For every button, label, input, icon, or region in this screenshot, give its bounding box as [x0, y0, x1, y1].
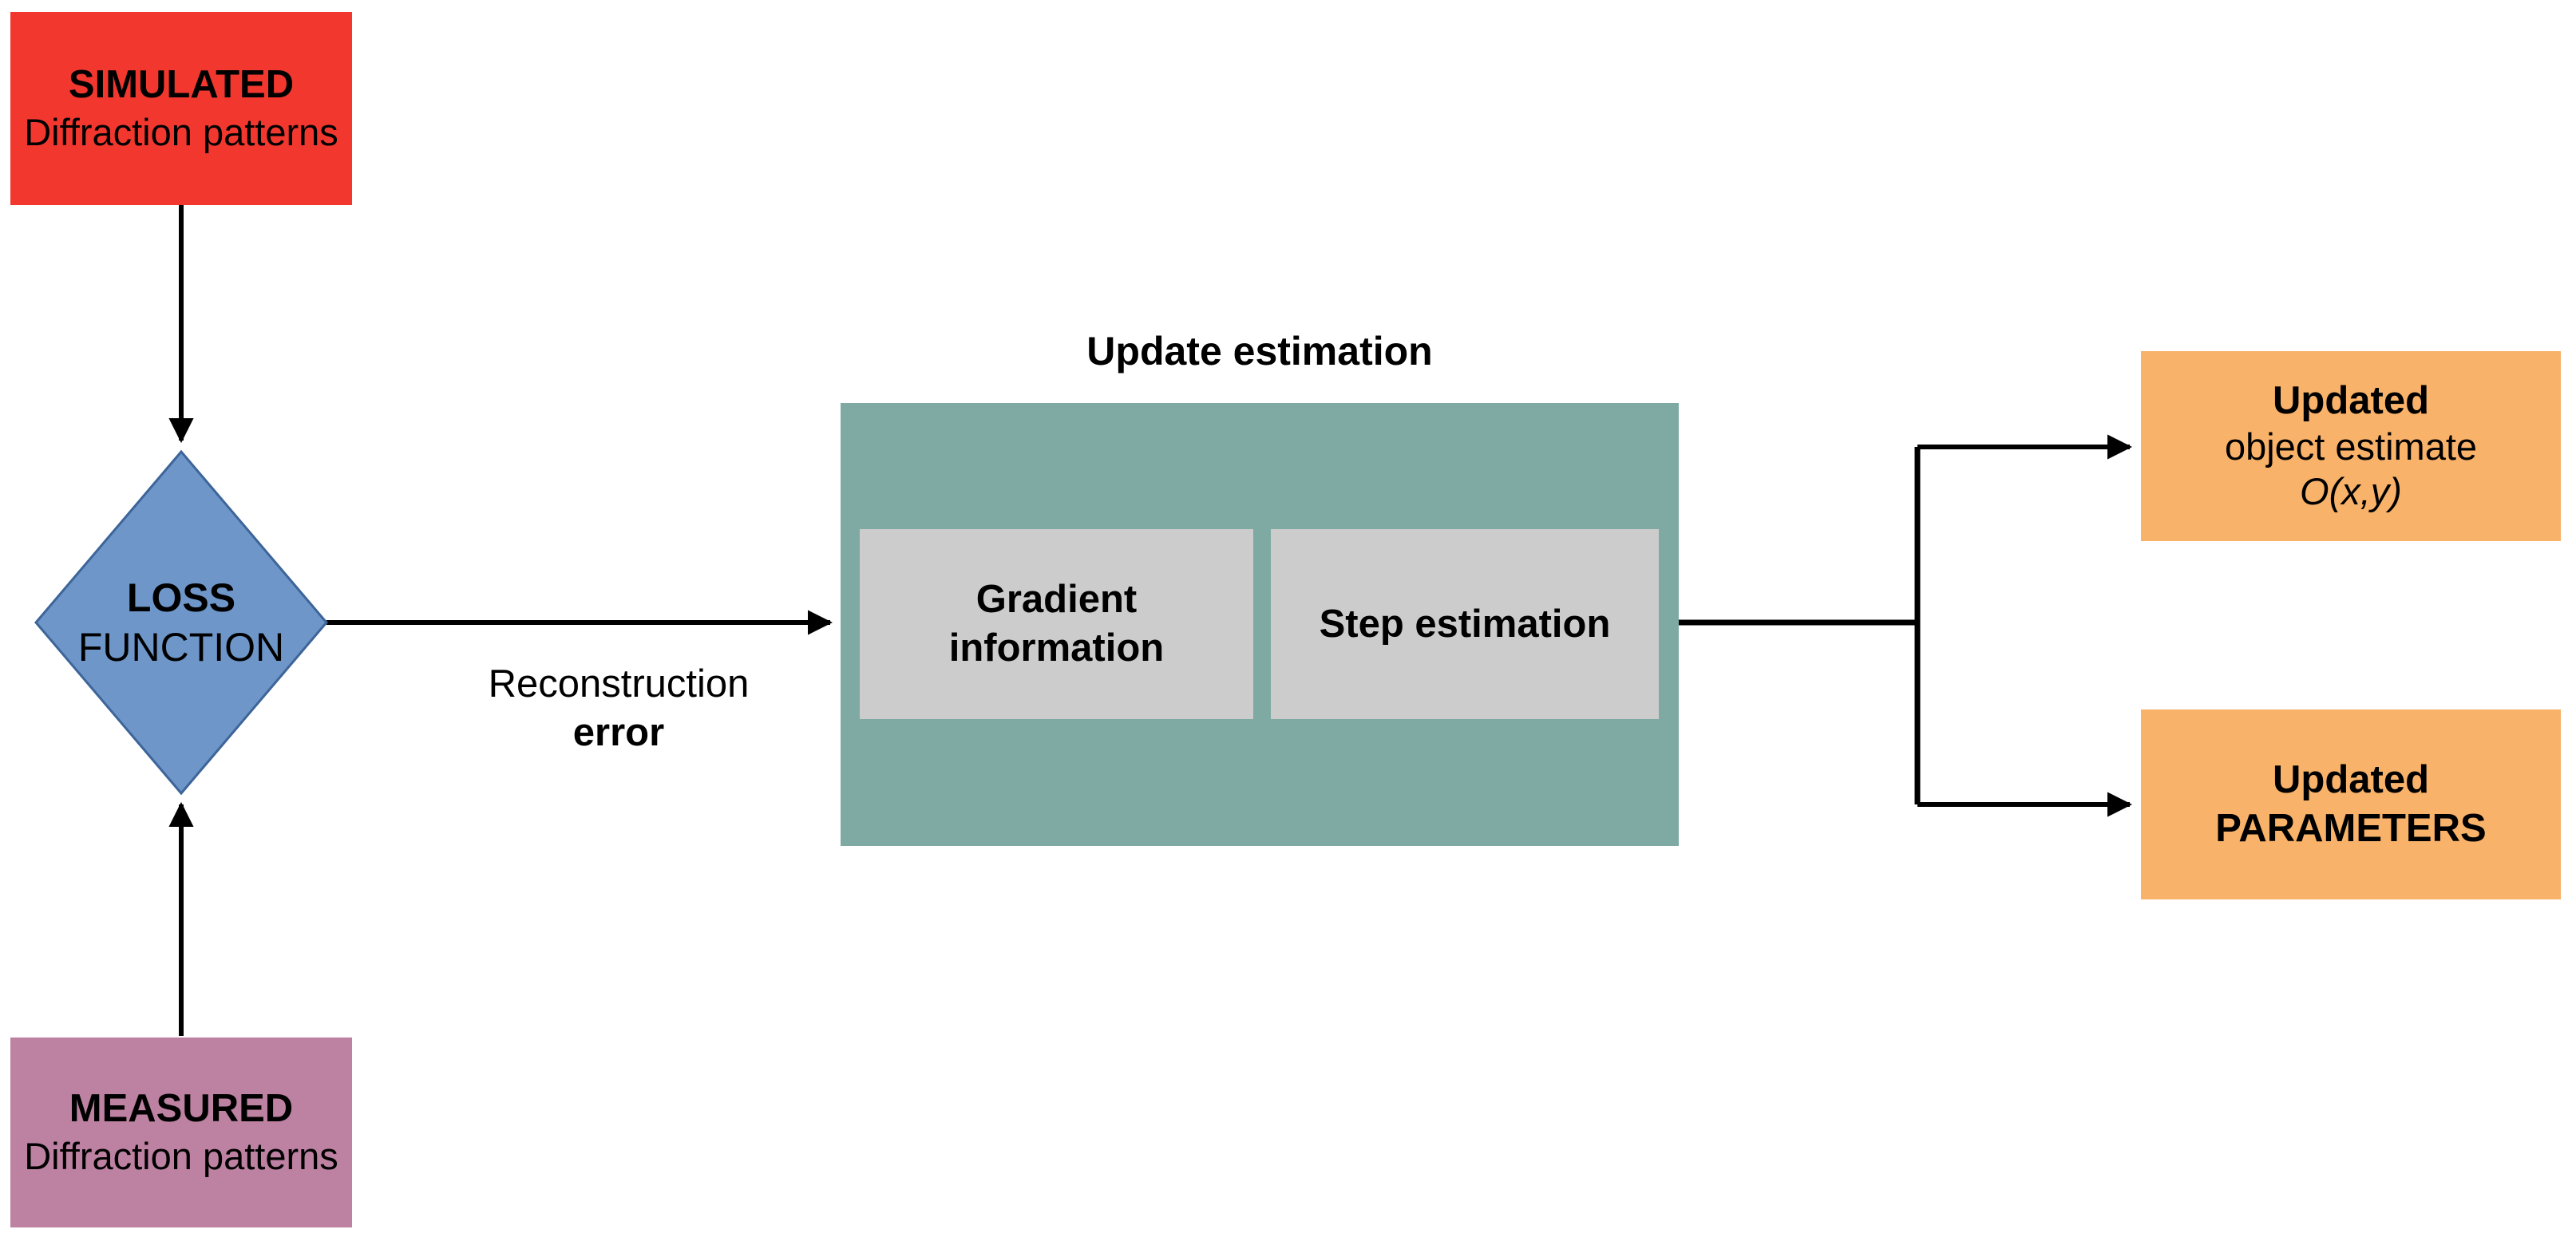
measured-title: MEASURED	[69, 1087, 294, 1131]
edge-update-branch-trunk	[1679, 447, 1921, 804]
loss-function-diamond	[34, 449, 328, 796]
updated-parameters-line2: PARAMETERS	[2215, 807, 2487, 850]
node-updated-object-estimate: Updated object estimate O(x,y)	[2141, 351, 2561, 541]
loss-title: LOSS	[126, 575, 236, 620]
node-simulated-diffraction: SIMULATED Diffraction patterns	[10, 12, 352, 205]
node-loss-function-label: LOSS FUNCTION	[36, 452, 326, 793]
reconstruction-label-line1: Reconstruction	[488, 662, 750, 706]
measured-subtitle: Diffraction patterns	[24, 1135, 338, 1178]
updated-object-formula: O(x,y)	[2300, 470, 2402, 513]
updated-object-line1: Updated	[2273, 379, 2429, 423]
edge-label-reconstruction-error: Reconstruction error	[431, 653, 806, 765]
updated-parameters-line1: Updated	[2273, 758, 2429, 802]
node-measured-diffraction: MEASURED Diffraction patterns	[10, 1038, 352, 1227]
node-updated-parameters: Updated PARAMETERS	[2141, 709, 2561, 899]
update-estimation-title: Update estimation	[1086, 329, 1433, 374]
node-gradient-information: Gradient information	[860, 529, 1253, 719]
simulated-subtitle: Diffraction patterns	[24, 111, 338, 154]
node-step-estimation: Step estimation	[1271, 529, 1659, 719]
updated-object-line2: object estimate	[2224, 425, 2478, 468]
gradient-label-line1: Gradient	[975, 578, 1138, 622]
simulated-title: SIMULATED	[68, 63, 295, 107]
reconstruction-label-line2: error	[572, 711, 665, 754]
gradient-label-line2: information	[948, 626, 1165, 670]
loss-subtitle: FUNCTION	[77, 625, 285, 670]
